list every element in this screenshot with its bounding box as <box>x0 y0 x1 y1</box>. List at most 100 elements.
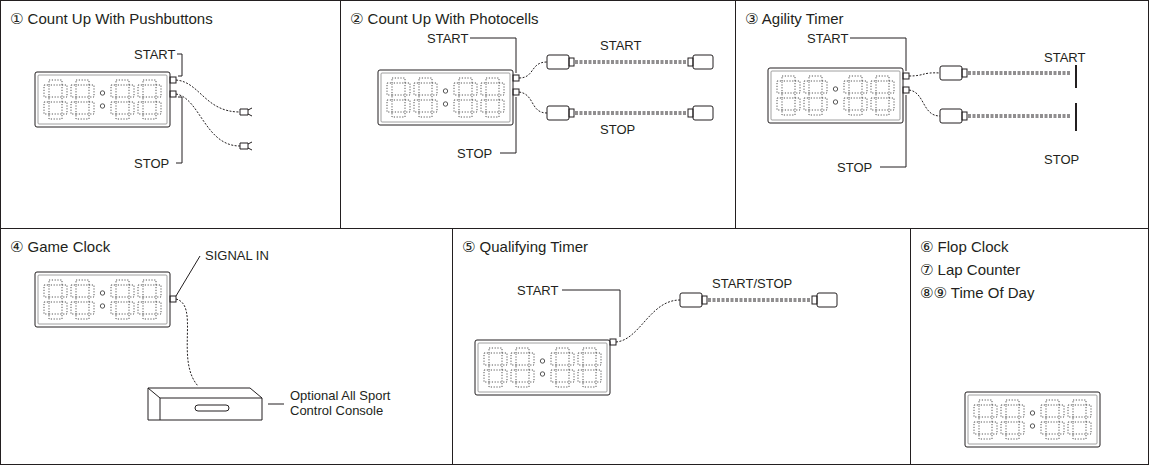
display-stroke <box>89 285 94 297</box>
display-stroke <box>556 382 569 387</box>
display-stroke <box>578 353 583 365</box>
display-stroke <box>486 95 499 100</box>
mode-panel: ④ Game Clock <box>0 228 453 465</box>
display-stroke <box>965 392 1100 447</box>
display-stroke <box>89 302 94 314</box>
display-stroke <box>516 365 529 370</box>
display-stroke <box>414 100 419 112</box>
display-stroke <box>1006 417 1019 422</box>
panel-title: ② Count Up With Photocells <box>350 9 735 28</box>
display-stroke <box>782 93 795 98</box>
display-stroke <box>486 112 499 117</box>
signal-label: START <box>515 283 560 298</box>
display-stroke <box>100 291 104 295</box>
mode-panel: ③ Agility Timer <box>735 0 1149 229</box>
display-stroke <box>143 297 156 302</box>
display-stroke <box>862 98 867 110</box>
display-stroke <box>432 83 437 95</box>
display-stroke <box>129 102 134 114</box>
display-stroke <box>556 348 569 353</box>
display-stroke <box>481 100 486 112</box>
mode-panel: ② Count Up With Photocells <box>340 0 736 229</box>
display-stroke <box>974 422 979 434</box>
display-stroke <box>111 102 116 114</box>
display-stroke <box>511 370 516 382</box>
panel-title: ⑦ Lap Counter <box>920 260 1148 279</box>
signal-label: STOP <box>598 122 637 137</box>
display-stroke <box>76 314 89 319</box>
display-stroke <box>1006 434 1019 439</box>
display-stroke <box>516 348 529 353</box>
display-stroke <box>392 112 405 117</box>
display-stroke <box>405 100 410 112</box>
display-stroke <box>822 81 827 93</box>
display-stroke <box>768 68 903 123</box>
signal-label: STOP <box>132 156 171 171</box>
display-stroke <box>1041 422 1046 434</box>
display-stroke <box>49 97 62 102</box>
display-stroke <box>782 76 795 81</box>
display-stroke <box>499 100 504 112</box>
display-stroke <box>481 83 486 95</box>
display-stroke <box>871 98 876 110</box>
display-stroke <box>459 78 472 83</box>
display-stroke <box>143 114 156 119</box>
display-stroke <box>116 80 129 85</box>
display-stroke <box>1041 405 1046 417</box>
display-stroke <box>1001 422 1006 434</box>
signal-label: STOP <box>835 160 874 175</box>
display-stroke <box>71 302 76 314</box>
display-stroke <box>44 285 49 297</box>
display-stroke <box>1019 405 1024 417</box>
signal-label: Optional All Sport Control Console <box>288 388 422 418</box>
display-stroke <box>979 434 992 439</box>
display-stroke <box>804 81 809 93</box>
display-stroke <box>569 370 574 382</box>
display-stroke <box>1068 422 1073 434</box>
signal-label: START <box>1042 50 1087 65</box>
mode-panel: ⑥ Flop Clock⑦ Lap Counter⑧⑨ Time Of Day <box>910 228 1149 465</box>
display-stroke <box>116 297 129 302</box>
display-stroke <box>822 98 827 110</box>
display-stroke <box>89 102 94 114</box>
display-stroke <box>76 97 89 102</box>
display-stroke <box>156 85 161 97</box>
display-stroke <box>100 304 104 308</box>
display-stroke <box>76 114 89 119</box>
display-stroke <box>62 302 67 314</box>
display-stroke <box>71 102 76 114</box>
display-stroke <box>100 91 104 95</box>
mode-panel: ① Count Up With Pushbuttons <box>0 0 341 229</box>
display-stroke <box>472 100 477 112</box>
display-stroke <box>551 370 556 382</box>
display-stroke <box>569 353 574 365</box>
display-stroke <box>1059 422 1064 434</box>
display-stroke <box>489 365 502 370</box>
display-stroke <box>833 87 837 91</box>
display-stroke <box>44 302 49 314</box>
signal-label: START/STOP <box>710 276 794 291</box>
display-stroke <box>38 275 167 324</box>
display-stroke <box>143 280 156 285</box>
display-stroke <box>44 85 49 97</box>
display-stroke <box>143 97 156 102</box>
display-stroke <box>387 83 392 95</box>
display-stroke <box>156 302 161 314</box>
display-stroke <box>478 343 607 392</box>
display-stroke <box>459 95 472 100</box>
display-stroke <box>62 102 67 114</box>
display-stroke <box>472 83 477 95</box>
display-stroke <box>1046 400 1059 405</box>
display-stroke <box>459 112 472 117</box>
display-stroke <box>76 80 89 85</box>
display-stroke <box>129 85 134 97</box>
display-stroke <box>1046 417 1059 422</box>
display-stroke <box>49 280 62 285</box>
display-stroke <box>516 382 529 387</box>
display-stroke <box>795 98 800 110</box>
display-stroke <box>76 280 89 285</box>
display-stroke <box>116 97 129 102</box>
display-stroke <box>1068 405 1073 417</box>
signal-label: START <box>598 38 643 53</box>
